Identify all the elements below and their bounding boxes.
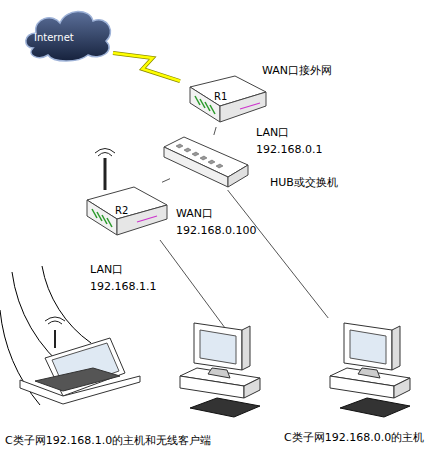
lightning-bolt	[113, 53, 180, 81]
pc-monitor	[194, 323, 242, 370]
node-text: R1	[214, 89, 227, 105]
cable-line	[228, 190, 329, 318]
lan-port-ip-label: LAN口 192.168.0.1	[256, 124, 336, 158]
laptop-icon	[20, 317, 140, 404]
node-text: HUB或交换机	[270, 175, 338, 191]
lan-port-ip-label: LAN口 192.168.1.1	[90, 261, 170, 295]
network-cable	[162, 179, 170, 183]
desktop-pc-host-shape	[322, 318, 417, 423]
laptop-keys	[35, 368, 120, 391]
node-text: C类子网192.168.0.0的主机	[284, 430, 424, 446]
wireless-router-r2-shape	[75, 150, 170, 250]
cable-line	[214, 127, 216, 135]
lightning-outline	[113, 53, 180, 81]
hub-switch-shape	[162, 135, 250, 190]
pc-stand	[208, 368, 230, 378]
hub-switch: HUB或交换机	[162, 135, 250, 190]
wan-lightning-link	[113, 53, 180, 81]
laptop-antenna	[54, 330, 56, 348]
node-text: R2	[115, 203, 128, 219]
lan-cable	[160, 240, 228, 332]
pc-screen	[200, 330, 236, 364]
desktop-pc-icon	[180, 323, 260, 417]
subnet-caption: C类子网192.168.1.0的主机和无线客户端	[5, 432, 211, 449]
pc-case-front	[180, 376, 244, 398]
desktop-pc-host: C类子网192.168.0.0的主机	[322, 318, 417, 423]
pc-case-side	[244, 378, 260, 398]
wan-port-ip-label: WAN口 192.168.0.100	[176, 205, 268, 239]
internet-cloud: Internet	[18, 3, 113, 63]
pc-monitor-side	[242, 326, 250, 370]
router-r1: R1	[180, 72, 268, 127]
wireless-router-r2: R2	[75, 150, 170, 250]
network-cable	[214, 127, 216, 135]
node-text: Internet	[34, 30, 74, 46]
pc-keyboard	[190, 398, 260, 417]
wan-port-label: WAN口接外网	[262, 62, 332, 79]
antenna-waves	[45, 317, 65, 324]
wireless-arc	[42, 266, 91, 343]
network-cable	[228, 190, 329, 318]
cable-line	[162, 179, 170, 183]
